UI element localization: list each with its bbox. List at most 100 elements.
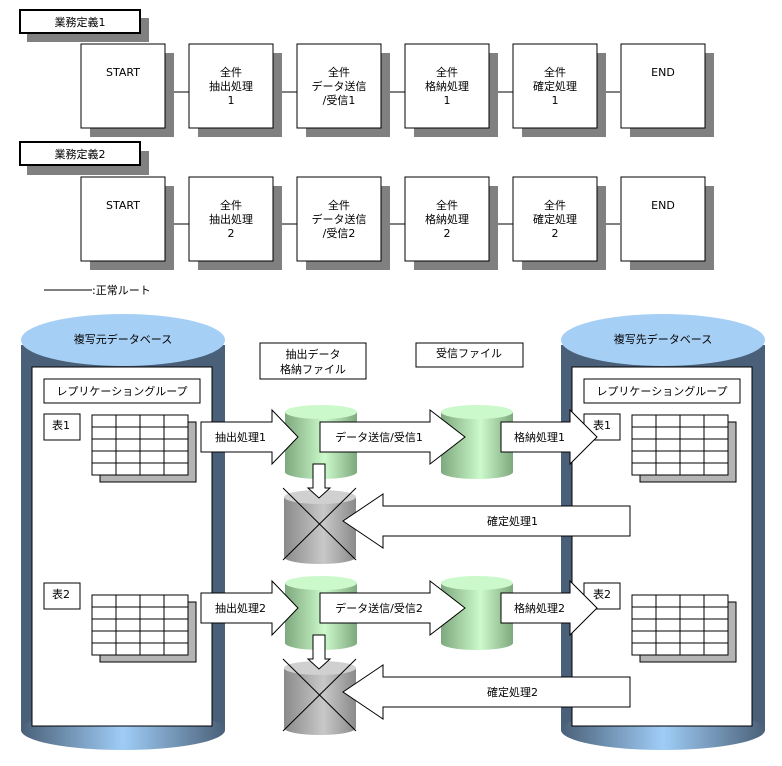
- cylinder-bottom: [284, 721, 356, 735]
- cylinder-bottom: [441, 465, 513, 479]
- source-db-title: 複写元データベース: [74, 332, 172, 346]
- step-label: 全件: [436, 198, 458, 212]
- extract-file-label: 抽出データ 格納ファイル: [259, 342, 367, 380]
- cylinder-bottom: [441, 636, 513, 650]
- step-box: [404, 43, 490, 129]
- extract-file-label-box: [259, 342, 367, 380]
- target-db-title: 複写先データベース: [614, 332, 712, 346]
- step-box: [188, 43, 274, 129]
- step-label: 2: [444, 227, 451, 240]
- arrow-shape: [342, 664, 631, 720]
- table-label-2: 表2: [52, 587, 70, 601]
- replication-group-box: [583, 378, 741, 404]
- replication-group-label: レプリケーショングループ: [56, 384, 187, 398]
- cylinder-top: [285, 405, 357, 419]
- right-arrow: 抽出処理2: [200, 579, 299, 637]
- right-arrow: データ送信/受信1: [319, 408, 466, 466]
- process-step: START: [80, 176, 174, 270]
- step-label: 1: [444, 94, 451, 107]
- step-box: [404, 176, 490, 262]
- step-label: 格納処理: [425, 79, 469, 93]
- cylinder-top: [441, 576, 513, 590]
- arrow-label: データ送信/受信1: [335, 430, 423, 444]
- cylinder-bottom: [284, 550, 356, 564]
- step-label: /受信1: [323, 94, 356, 107]
- process-step: END: [620, 43, 714, 137]
- step-box: [620, 176, 706, 262]
- arrow-label: 格納処理2: [514, 601, 565, 615]
- legend: :正常ルート: [44, 284, 151, 297]
- step-label: 全件: [220, 198, 242, 212]
- step-label: END: [651, 66, 675, 79]
- job-title-box: [19, 141, 141, 166]
- right-arrow: 格納処理2: [500, 579, 598, 637]
- table-label-2: 表2: [593, 587, 611, 601]
- step-box: [512, 176, 598, 262]
- arrow-shape: [200, 408, 299, 466]
- step-label: データ送信: [312, 212, 367, 226]
- step-label: 確定処理: [533, 212, 577, 226]
- step-box: [80, 43, 166, 129]
- right-arrow: データ送信/受信2: [319, 579, 466, 637]
- step-label: 抽出処理: [209, 212, 253, 226]
- step-label: 全件: [544, 65, 566, 79]
- table-label-1: 表1: [593, 418, 611, 432]
- cross-line: [282, 487, 357, 561]
- step-label: /受信2: [323, 227, 356, 240]
- legend-label: :正常ルート: [92, 284, 151, 297]
- arrow-label: 確定処理1: [487, 514, 538, 528]
- step-label: 1: [228, 94, 235, 107]
- step-box: [620, 43, 706, 129]
- table-label-box-1: [43, 413, 81, 441]
- db-top: [561, 314, 765, 366]
- cylinder-top: [441, 405, 513, 419]
- receive-file-label-text: 受信ファイル: [436, 347, 502, 360]
- arrow-shape: [500, 579, 598, 637]
- cross-line: [282, 658, 357, 732]
- left-arrow: 確定処理2: [342, 664, 631, 720]
- step-label: 2: [228, 227, 235, 240]
- process-step: END: [620, 176, 714, 270]
- step-label: END: [651, 199, 675, 212]
- table-grid-icon: [91, 594, 197, 663]
- step-label: 格納処理: [425, 212, 469, 226]
- left-arrow: 確定処理1: [342, 493, 631, 549]
- job-title: 業務定義1: [55, 15, 106, 29]
- deleted-file-cylinder: [282, 487, 357, 564]
- arrow-shape: [500, 408, 598, 466]
- table-grid-icon: [91, 414, 197, 483]
- arrow-shape: [200, 579, 299, 637]
- receive-file-label-box: [415, 342, 524, 368]
- step-label: 抽出処理: [209, 79, 253, 93]
- step-box: [188, 176, 274, 262]
- replication-group-label: レプリケーショングループ: [596, 384, 727, 398]
- step-label: START: [106, 66, 140, 79]
- arrow-label: 確定処理2: [487, 685, 538, 699]
- db-top: [21, 314, 225, 366]
- job-definition-2: 業務定義2: [19, 141, 620, 225]
- step-label: 1: [552, 94, 559, 107]
- flow-2: 抽出処理2 データ送信/受信2 格納処理2 確定処理2: [200, 576, 631, 735]
- receive-file-label: 受信ファイル: [415, 342, 524, 368]
- table-label-box-2: [43, 582, 81, 610]
- source-database: 複写元データベース レプリケーショングループ 表1 表2: [21, 314, 225, 750]
- replication-group-box: [43, 378, 201, 404]
- step-box: [512, 43, 598, 129]
- step-box: [296, 176, 382, 262]
- table-label-1: 表1: [52, 418, 70, 432]
- table-grid-icon: [631, 594, 737, 663]
- step-label: 全件: [328, 198, 350, 212]
- arrow-shape: [319, 408, 466, 466]
- step-label: 全件: [544, 198, 566, 212]
- step-label: 確定処理: [533, 79, 577, 93]
- step-box: [296, 43, 382, 129]
